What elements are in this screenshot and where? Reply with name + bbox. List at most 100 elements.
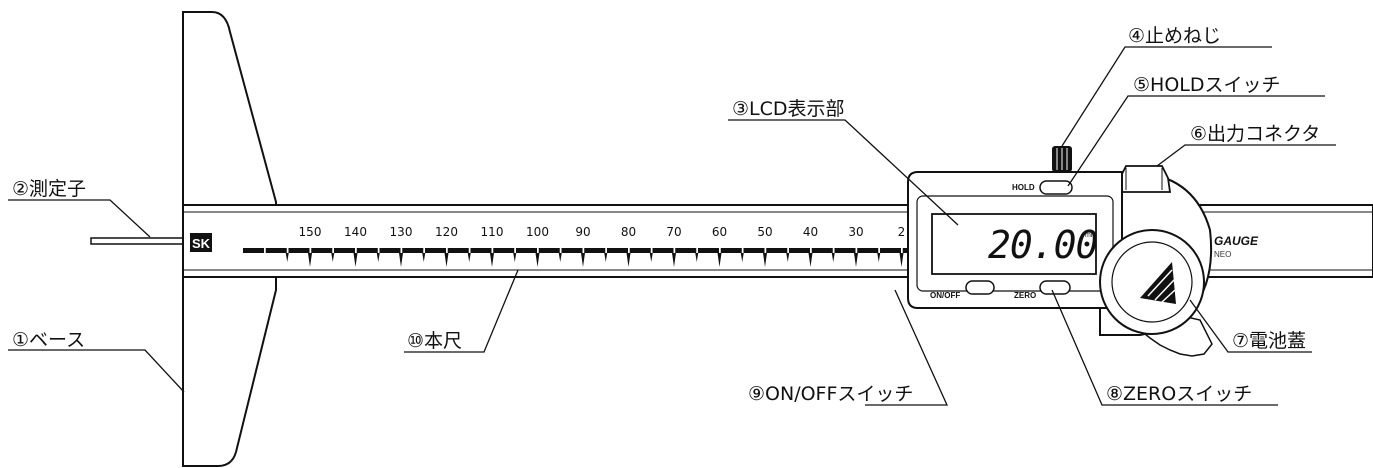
scale-major-tick [308,253,312,267]
scale-tick-label: 100 [526,225,549,239]
scale-minor-tick [376,253,380,262]
scale-tick-label: 40 [803,225,818,239]
zero-label: ZERO [1014,291,1036,300]
callout-onoff-switch: ⑨ON/OFFスイッチ [748,383,913,405]
scale-minor-tick [786,253,790,262]
onoff-label: ON/OFF [930,291,960,300]
scale-segment [265,248,287,253]
lcd-reading: 20.00 [988,223,1098,267]
arrow-stripe [1147,269,1173,297]
scale-segment [607,248,628,253]
scale-minor-tick [649,253,653,262]
leader-hold [1067,95,1325,187]
leader-lock-screw [1061,46,1272,147]
scale-segment [311,248,333,253]
scale-segment [288,248,310,253]
brand-name: GAUGE [1214,234,1259,248]
hold-button[interactable] [1039,180,1073,195]
scale-tick-label: 150 [299,225,322,239]
arrow-stripe [1154,279,1175,301]
scale-segment [243,248,264,253]
scale-tick-label: 80 [621,225,636,239]
scale-segment [720,248,742,253]
callout-base: ①ベース [12,329,85,351]
scale-major-tick [899,253,904,267]
scale-major-tick [535,253,540,267]
hold-label: HOLD [1012,183,1035,192]
scale-segment [334,248,355,253]
scale-minor-tick [422,253,426,262]
scale-segment [470,248,492,253]
scale-segment [561,248,583,253]
scale-tick-label: 140 [344,225,367,239]
lcd-unit: mm [1085,232,1097,239]
scale-major-tick [581,253,585,267]
scale-tick-label: 60 [712,225,727,239]
zero-button[interactable] [1039,280,1071,295]
arrow-stripe [1161,289,1176,303]
scale-major-tick [444,253,449,267]
scale-segment [857,248,879,253]
scale-major-tick [717,253,722,267]
scale-segment [629,248,651,253]
callout-lock-screw: ④止めねじ [1128,25,1221,47]
scale-major-tick [490,253,494,267]
scale-segment [379,248,401,253]
sk-logo-text: SK [192,236,211,251]
scale-segment [811,248,833,253]
scale-tick-label: 90 [575,225,590,239]
leader-onoff [865,289,949,406]
callout-lcd: ③LCD表示部 [732,98,845,120]
leader-battery [1189,299,1312,353]
scale-minor-tick [513,253,517,262]
scale-segment [652,248,674,253]
scale-segment [447,248,469,253]
scale-tick-label: 30 [848,225,863,239]
scale-minor-tick [695,253,699,262]
onoff-button[interactable] [965,280,995,295]
leader-connector [1156,144,1336,167]
scale-tick-label: 2 [898,225,906,239]
scale-major-tick [672,253,676,267]
scale-minor-tick [558,253,562,262]
scale-major-tick [763,253,767,267]
scale-minor-tick [604,253,608,262]
scale-major-tick [808,253,813,267]
leader-lcd [728,119,959,226]
callout-probe: ②測定子 [12,178,86,200]
brand-sub: NEO [1214,250,1231,259]
scale-tick-label: 110 [481,225,504,239]
callout-zero-switch: ⑧ZEROスイッチ [1106,383,1252,405]
lcd-window [931,213,1097,275]
scale-tick-label: 130 [390,225,413,239]
scale-segment [584,248,606,253]
callout-battery-cover: ⑦電池蓋 [1232,330,1306,352]
callout-hold-switch: ⑤HOLDスイッチ [1133,74,1281,96]
scale-minor-tick [331,253,335,262]
leader-probe [8,199,151,238]
scale-tick-label: 120 [435,225,458,239]
scale-major-tick [399,253,403,267]
battery-cover-arrow-icon [1140,262,1176,304]
scale-tick-label: 70 [666,225,681,239]
scale-segment [766,248,788,253]
scale-segment [402,248,424,253]
leader-zero [1051,289,1278,406]
leader-base [8,349,185,393]
callout-main-scale: ⑩本尺 [407,330,462,352]
sk-logo [190,233,212,252]
scale-segment [880,248,901,253]
scale-segment [789,248,810,253]
battery-cover-inner [1111,241,1193,323]
scale-minor-tick [831,253,835,262]
scale-minor-tick [467,253,471,262]
scale-segment [698,248,719,253]
scale-segment [356,248,378,253]
scale-minor-tick [740,253,744,262]
scale-segment [538,248,560,253]
scale-major-tick [353,253,358,267]
scale-segment [516,248,537,253]
probe-rod [90,237,184,245]
